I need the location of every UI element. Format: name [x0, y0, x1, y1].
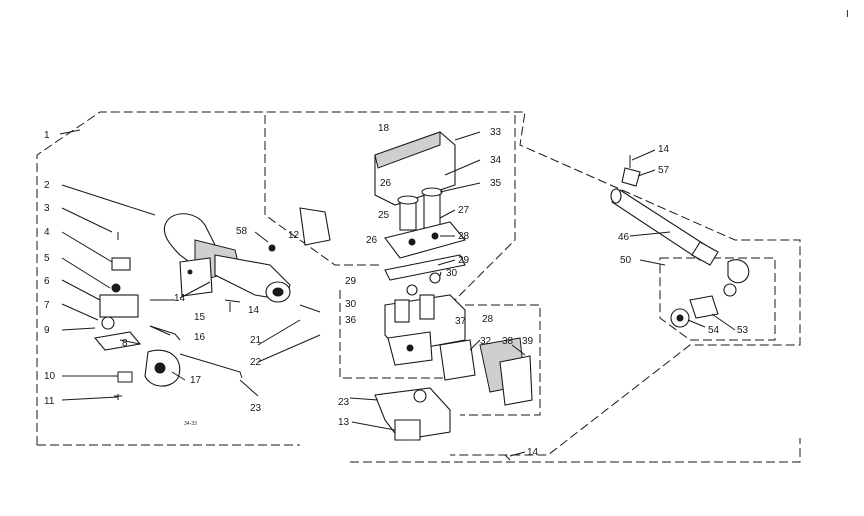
corner-mark: I: [846, 9, 849, 20]
callout-15: 15: [194, 312, 206, 323]
valve-stack-assembly: [374, 131, 466, 296]
callout-14-left-b: 14: [248, 305, 260, 316]
callout-34: 34: [490, 155, 502, 166]
callout-38: 38: [502, 336, 514, 347]
callout-57: 57: [658, 165, 670, 176]
callout-21: 22: [250, 357, 262, 368]
callout-29-left: 29: [345, 276, 357, 287]
callout-1: 1: [44, 130, 50, 141]
callout-23: 23: [338, 397, 350, 408]
callout-28-top: 28: [458, 231, 470, 242]
callout-30-right: 30: [446, 268, 458, 279]
leader-lines: [59, 129, 736, 457]
callout-7: 7: [44, 300, 50, 311]
callout-20: 21: [250, 335, 262, 346]
callout-33: 33: [490, 127, 502, 138]
callout-50: 50: [620, 255, 632, 266]
callout-18: 18: [378, 123, 390, 134]
sheet-code: 34-33: [184, 421, 197, 427]
callout-11: 11: [44, 396, 55, 407]
callout-54: 54: [708, 325, 720, 336]
callout-30-left: 30: [345, 299, 357, 310]
callout-26-mid: 26: [366, 235, 378, 246]
callout-22: 23: [250, 403, 262, 414]
callout-6: 6: [44, 276, 50, 287]
pilot-tube-assembly: [610, 155, 750, 328]
callout-9: 9: [44, 325, 50, 336]
callout-14-right: 14: [658, 144, 670, 155]
callout-46: 46: [618, 232, 630, 243]
callout-25: 25: [378, 210, 390, 221]
callout-8: 8: [122, 338, 128, 349]
callout-14-bottom: 14: [527, 447, 539, 458]
callout-28-mid: 28: [482, 314, 494, 325]
callout-37: 37: [455, 316, 467, 327]
callout-10: 10: [44, 371, 56, 382]
callout-58: 58: [236, 226, 248, 237]
callout-14-left-a: 14: [174, 293, 186, 304]
assembly-boundaries: [36, 111, 801, 463]
callout-29-right: 29: [458, 255, 470, 266]
callout-5: 5: [44, 253, 50, 264]
callout-16: 16: [194, 332, 206, 343]
callout-labels: 1 2 3 4 5 6 7 9 8 10 11 14 15 14 16 17 5…: [44, 123, 749, 458]
callout-12: 12: [288, 230, 300, 241]
callout-2: 2: [44, 180, 50, 191]
callout-26-top: 26: [380, 178, 392, 189]
callout-27: 27: [458, 205, 470, 216]
callout-3: 3: [44, 203, 50, 214]
callout-36: 36: [345, 315, 357, 326]
callout-32: 32: [480, 336, 492, 347]
gas-valve-body: [384, 294, 533, 406]
callout-39: 39: [522, 336, 534, 347]
burner-tube-assembly: [163, 213, 291, 303]
callout-17: 17: [190, 375, 202, 386]
callout-4: 4: [44, 227, 50, 238]
callout-35: 35: [490, 178, 502, 189]
callout-53: 53: [737, 325, 749, 336]
callout-13: 13: [338, 417, 350, 428]
mounting-bracket: [374, 387, 511, 461]
